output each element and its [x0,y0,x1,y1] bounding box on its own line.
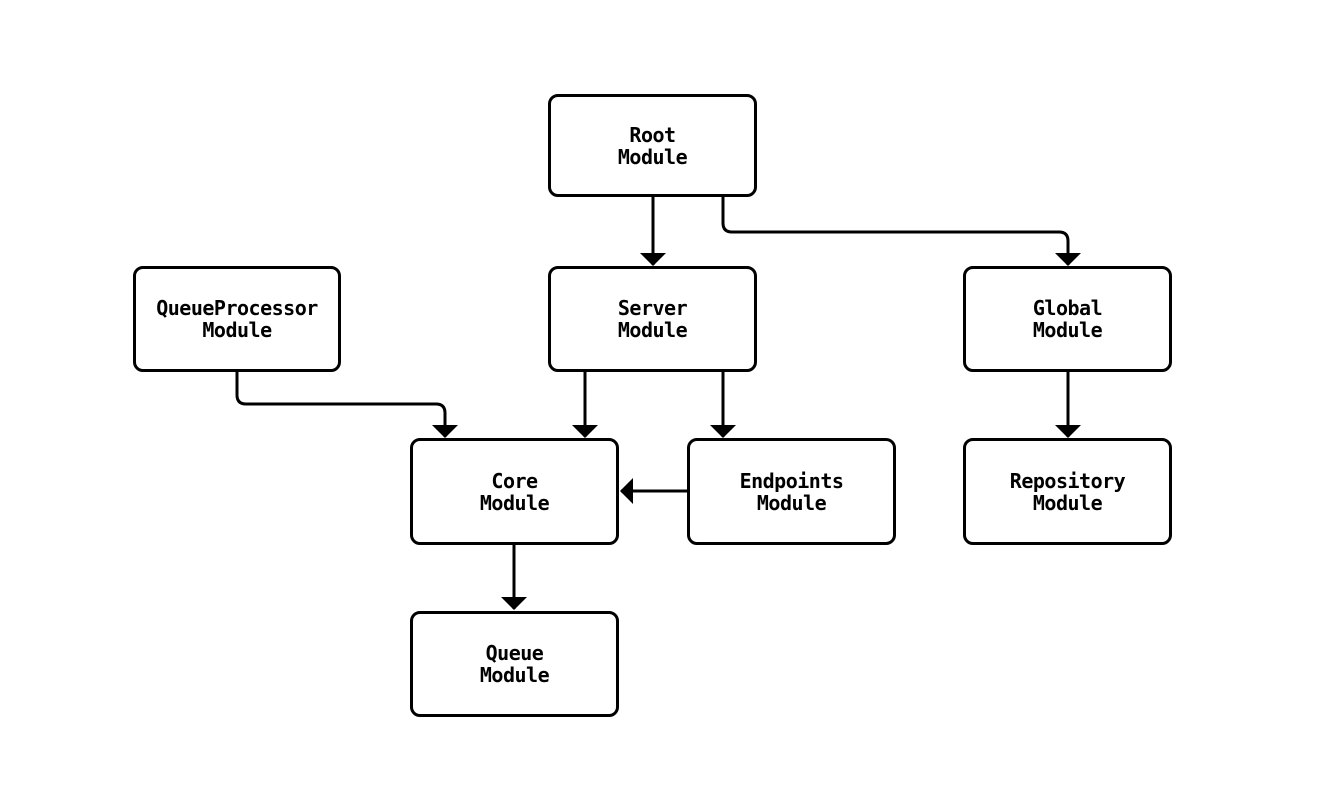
node-core-module-label-line: Core [491,468,538,493]
node-endpoints-module-label-line: Endpoints [739,468,844,493]
node-core-module-label-line: Module [479,490,550,515]
node-repository-module-label-line: Module [1032,490,1103,515]
node-queueprocessor-module-label-line: QueueProcessor [156,296,318,320]
node-queueprocessor-module-label-line: Module [202,318,272,342]
node-global-module-label-line: Global [1032,296,1103,320]
node-root-module-label-line: Module [617,144,688,169]
node-server-module-label-line: Server [617,296,688,320]
node-queue-module-label-line: Module [479,663,550,687]
node-endpoints-module-label-line: Module [756,490,827,515]
node-server-module-label-line: Module [617,318,688,342]
edge-queueprocessor-module-to-core-module [235,372,458,438]
edge-root-module-to-global-module [721,197,1081,266]
node-repository-module-label-line: Repository [1009,468,1126,493]
node-queue-module-label-line: Queue [485,641,544,665]
node-root-module-label-line: Root [629,122,676,147]
node-global-module-label-line: Module [1032,318,1103,342]
